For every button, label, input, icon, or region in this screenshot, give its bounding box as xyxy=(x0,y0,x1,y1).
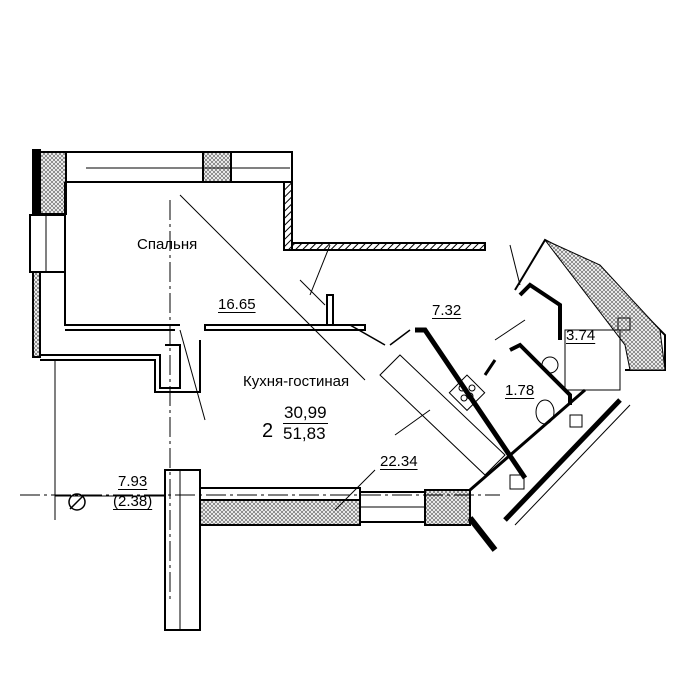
hall-area: 7.32 xyxy=(432,302,462,319)
room-count: 2 xyxy=(262,420,274,442)
bathroom-area: 3.74 xyxy=(566,327,596,344)
loggia-area: 7.93 xyxy=(118,473,148,490)
bedroom-right-wall xyxy=(283,181,293,251)
kitchen-living-name: Кухня-гостиная xyxy=(243,373,350,390)
column xyxy=(39,151,67,215)
kitchen-wall xyxy=(415,327,528,480)
top-wall xyxy=(39,151,293,183)
bedroom-name: Спальня xyxy=(137,236,198,253)
column xyxy=(202,151,232,183)
kitchen-living-area: 22.34 xyxy=(380,453,418,470)
bedroom-area: 16.65 xyxy=(218,296,256,313)
living-area: 30,99 xyxy=(283,403,328,424)
bottom-wall xyxy=(199,487,361,501)
total-area: 51,83 xyxy=(283,424,326,443)
area-fraction: 30,99 51,83 xyxy=(283,403,328,444)
loggia-reduced-area: (2.38) xyxy=(113,493,153,510)
hall-top-wall xyxy=(291,242,486,251)
loggia-symbol-icon xyxy=(68,493,86,511)
left-wall xyxy=(32,149,41,216)
toilet-area: 1.78 xyxy=(505,382,535,399)
